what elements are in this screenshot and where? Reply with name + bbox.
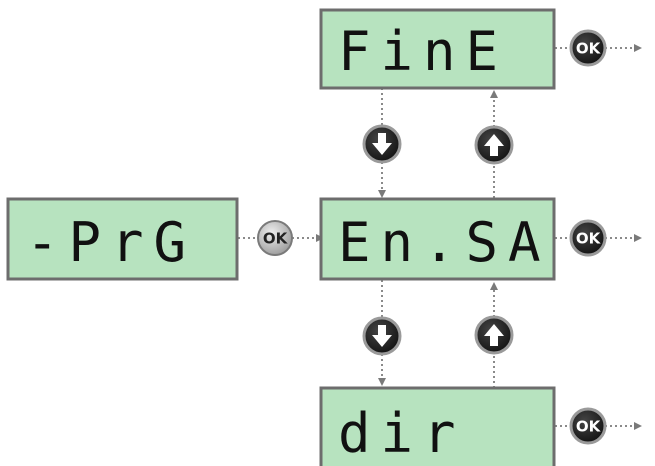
ok-label: OK xyxy=(576,418,602,436)
lcd-display-ensa: En.SA xyxy=(319,197,556,281)
lcd-display-dir: dir xyxy=(319,386,556,466)
ok-button-fine[interactable]: OK xyxy=(569,29,607,67)
lcd-display-prg: -PrG xyxy=(6,197,239,281)
connectors xyxy=(238,44,642,430)
ok-button-dir[interactable]: OK xyxy=(569,407,607,445)
lcd-text-ensa: En.SA xyxy=(338,211,551,274)
ok-label: OK xyxy=(576,230,602,248)
ok-button-ensa[interactable]: OK xyxy=(569,219,607,257)
lcd-text-prg: -PrG xyxy=(26,211,196,274)
up-button-lower[interactable] xyxy=(474,315,514,355)
lcd-display-fine: FinE xyxy=(319,8,556,90)
ok-label: OK xyxy=(576,40,602,58)
arrow-up-icon xyxy=(484,134,504,156)
lcd-text-fine: FinE xyxy=(338,20,508,83)
arrow-down-icon xyxy=(372,133,392,155)
ok-label: OK xyxy=(263,230,289,248)
arrow-down-icon xyxy=(372,325,392,347)
down-button-lower[interactable] xyxy=(362,316,402,356)
arrow-up-icon xyxy=(484,324,504,346)
down-button-upper[interactable] xyxy=(362,124,402,164)
lcd-text-dir: dir xyxy=(338,402,466,465)
up-button-upper[interactable] xyxy=(474,125,514,165)
ok-button-prg[interactable]: OK xyxy=(257,220,293,256)
